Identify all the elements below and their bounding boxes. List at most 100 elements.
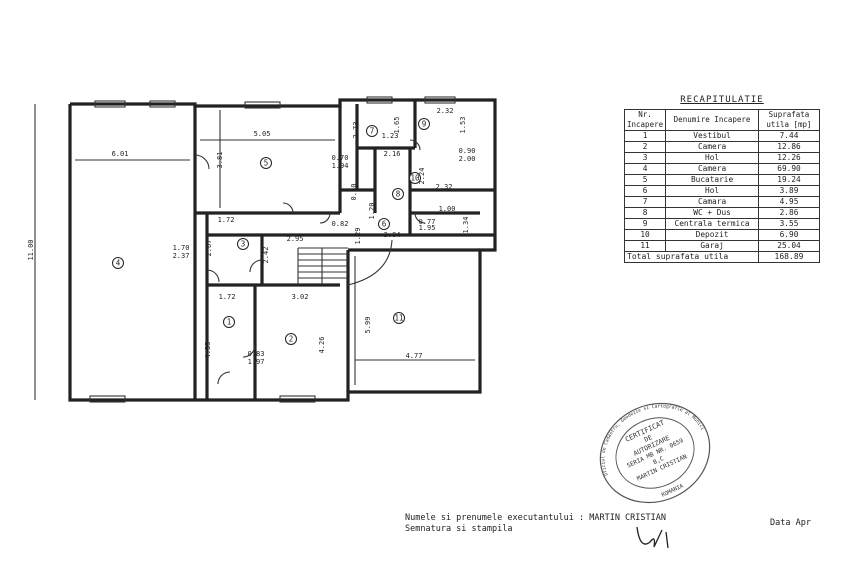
recap-cell-nr: 8 [623, 207, 667, 219]
dimension-label: 1.29 [354, 228, 362, 245]
dimension-label: 3.04 [384, 231, 401, 239]
dimension-label: 0.82 [332, 220, 349, 228]
recap-cell-denumire: Depozit [665, 229, 759, 241]
recap-cell-suprafata: 12.26 [758, 152, 820, 164]
interior-walls [193, 100, 495, 400]
room-marker [260, 157, 272, 169]
dimension-label: 2.67 [205, 240, 213, 257]
recap-cell-denumire: WC + Dus [665, 207, 759, 219]
dimension-label: 4.77 [406, 352, 423, 360]
staircase [297, 239, 393, 286]
recap-table-block: RECAPITULATIE Nr. Incapere Denumire Inca… [623, 95, 820, 263]
room-number: 10 [410, 174, 420, 183]
dimension-label: 1.23 [382, 132, 399, 140]
recap-cell-denumire: Bucatarie [665, 174, 759, 186]
room-marker [378, 218, 390, 230]
dimension-label: 0.83 [248, 350, 265, 358]
recap-cell-suprafata: 2.86 [758, 207, 820, 219]
recap-cell-nr: 10 [623, 229, 667, 241]
room-marker [112, 257, 124, 269]
recap-cell-suprafata: 4.95 [758, 196, 820, 208]
dimension-label: 2.16 [384, 150, 401, 158]
room-marker [418, 118, 430, 130]
signature [636, 526, 669, 549]
recap-cell-denumire: Vestibul [665, 130, 759, 142]
recap-cell-nr: 7 [623, 196, 667, 208]
executant-name: Numele si prenumele executantului : MART… [405, 513, 666, 523]
dimension-label: 2.37 [173, 252, 190, 260]
dimension-label: 1.72 [219, 293, 236, 301]
dimension-label: 3.02 [292, 293, 309, 301]
recap-header-row: Nr. Incapere Denumire Incapere Suprafata… [623, 109, 820, 131]
dimension-label: 1.97 [248, 358, 265, 366]
room-number: 7 [370, 127, 375, 136]
header-nr: Nr. Incapere [623, 109, 667, 131]
recap-title: RECAPITULATIE [680, 95, 764, 105]
room-marker [409, 172, 421, 184]
room-number: 5 [264, 159, 269, 168]
dimension-label: 2.42 [262, 247, 270, 264]
dimension-label: 11.00 [27, 239, 35, 260]
dimension-label: 4.26 [318, 337, 326, 354]
stamp-line-2: DE [643, 433, 654, 444]
door-swings [194, 139, 426, 385]
room-number: 8 [396, 190, 401, 199]
recap-cell-nr: 3 [623, 152, 667, 164]
header-suprafata: Suprafata utila [mp] [758, 109, 820, 131]
stamp-line-5: B,C [652, 455, 665, 466]
recap-cell-denumire: Garaj [665, 240, 759, 252]
room-marker [223, 316, 235, 328]
room-number: 1 [227, 318, 232, 327]
dimension-labels: 6.015.053.812.732.321.231.531.650.701.94… [27, 107, 475, 366]
recap-cell-nr: 1 [623, 130, 667, 142]
recap-total-row: Total suprafata utila 168.89 [624, 251, 820, 263]
recap-table: Nr. Incapere Denumire Incapere Suprafata… [623, 109, 820, 263]
room-number: 6 [382, 220, 387, 229]
recap-cell-suprafata: 3.89 [758, 185, 820, 197]
dimension-label: 2.73 [352, 122, 360, 139]
dimension-label: 1.34 [462, 217, 470, 234]
dimension-label: 2.95 [287, 235, 304, 243]
dimension-lines [34, 104, 475, 400]
dimension-label: 1.72 [218, 216, 235, 224]
dimension-label: 1.65 [393, 117, 401, 134]
room-marker [237, 238, 249, 250]
recap-cell-suprafata: 19.24 [758, 174, 820, 186]
dimension-label: 2.24 [418, 168, 426, 185]
dimension-label: 0.77 [419, 218, 436, 226]
recap-cell-suprafata: 25.04 [758, 240, 820, 252]
dimension-label: 5.05 [254, 130, 271, 138]
dimension-label: 1.00 [439, 205, 456, 213]
total-value: 168.89 [758, 251, 820, 263]
recap-cell-denumire: Camara [665, 196, 759, 208]
total-label: Total suprafata utila [624, 251, 759, 263]
room-number: 11 [394, 314, 403, 323]
recap-cell-nr: 11 [623, 240, 667, 252]
dimension-label: 1.20 [368, 203, 376, 220]
recap-cell-suprafata: 69.90 [758, 163, 820, 175]
recap-cell-suprafata: 7.44 [758, 130, 820, 142]
dimension-label: 0.90 [459, 147, 476, 155]
recap-cell-nr: 6 [623, 185, 667, 197]
windows [89, 96, 456, 403]
dimension-label: 0.80 [350, 184, 358, 201]
recap-cell-denumire: Hol [665, 152, 759, 164]
dimension-label: 2.32 [436, 183, 453, 191]
header-denumire: Denumire Incapere [665, 109, 759, 131]
dimension-label: 4.33 [204, 342, 212, 359]
recap-cell-suprafata: 6.90 [758, 229, 820, 241]
room-marker [392, 188, 404, 200]
dimension-label: 1.95 [419, 224, 436, 232]
recap-cell-denumire: Camera [665, 141, 759, 153]
authorization-stamp: CERTIFICAT DE AUTORIZARE SERIA MB NR. 06… [593, 398, 711, 504]
signature-label: Semnatura si stampila [405, 524, 513, 534]
